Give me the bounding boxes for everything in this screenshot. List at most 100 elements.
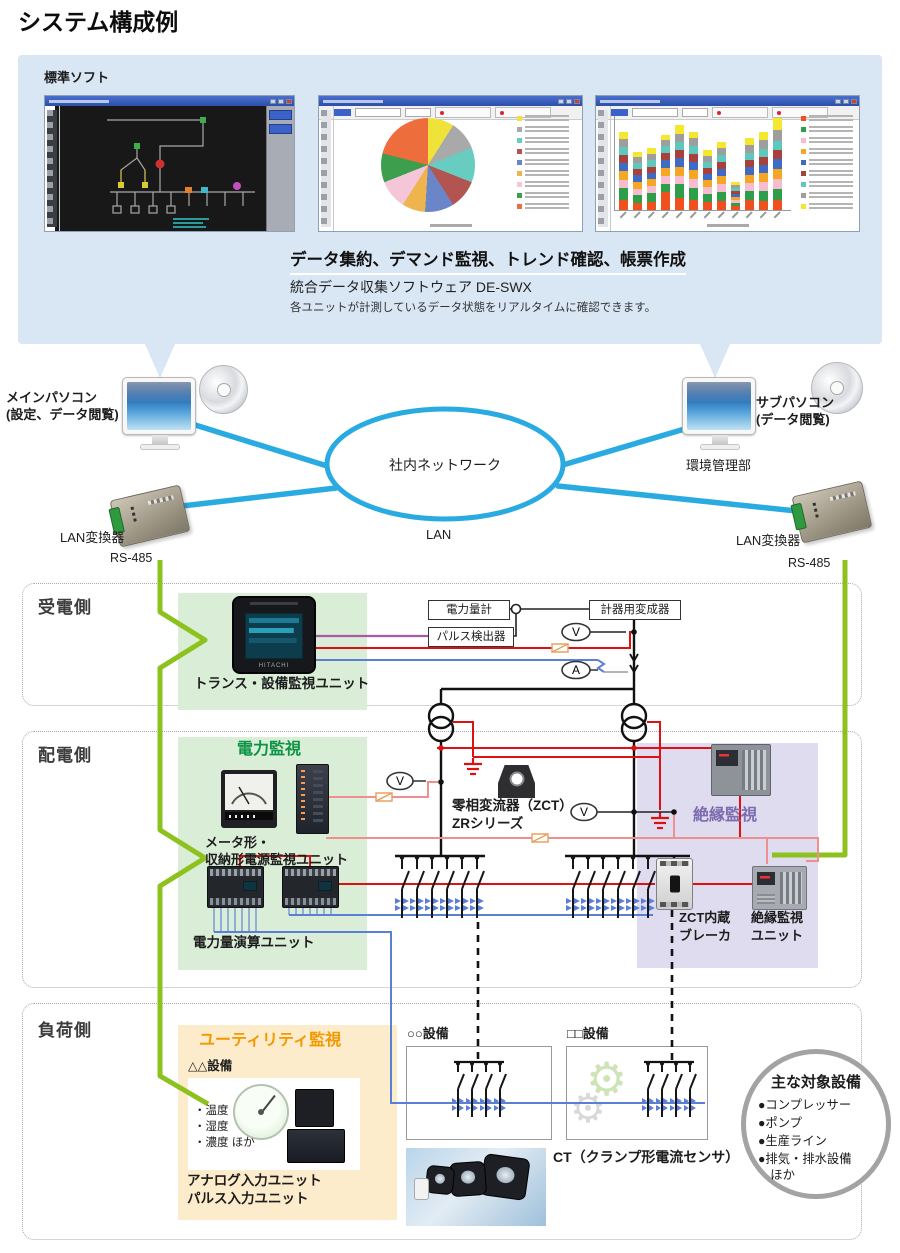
window-titlebar [319, 96, 582, 106]
insulation-monitor-device [711, 744, 771, 796]
device-brand-label: HITACHI [258, 663, 290, 669]
plc-unit-device [207, 866, 264, 908]
chart-legend [801, 114, 853, 211]
legend-row [801, 180, 853, 189]
target-item: ほか [758, 1168, 795, 1182]
legend-row [801, 158, 853, 167]
target-item: ●ポンプ [758, 1116, 802, 1130]
network-cloud-label: 社内ネットワーク [389, 457, 501, 473]
stacked-bar [731, 182, 740, 210]
legend-row [517, 191, 569, 200]
instrument-transformer-box: 計器用変成器 [589, 600, 681, 620]
chart-toolbar [596, 106, 859, 120]
ct-clamp-icon [424, 1164, 456, 1196]
screenshot-pie-chart [318, 95, 583, 232]
analog-unit-label: アナログ入力ユニット [187, 1173, 322, 1188]
target-item: ●コンプレッサー [758, 1098, 852, 1112]
sensor-item: ・濃度 ほか [194, 1137, 255, 1149]
x-axis-ticks [618, 212, 790, 219]
zct-breaker-label-2: ブレーカ [679, 928, 732, 943]
window-titlebar [596, 96, 859, 106]
stacked-bar [633, 152, 642, 210]
target-item: ●排気・排水設備 [758, 1152, 852, 1166]
stacked-bar [619, 132, 628, 210]
rs485-label: RS-485 [788, 556, 831, 570]
insulation-unit-label-1: 絶縁監視 [751, 910, 804, 925]
maximize-icon [843, 98, 849, 104]
section-label-distribution: 配電側 [38, 746, 92, 765]
main-pc-label-1: メインパソコン [6, 390, 98, 405]
legend-row [517, 169, 569, 178]
calc-unit-label: 電力量演算ユニット [193, 935, 315, 950]
legend-row [517, 202, 569, 211]
legend-row [801, 169, 853, 178]
enclosed-type-unit-device [296, 764, 329, 834]
lan-converter-icon [790, 480, 873, 544]
chart-toolbar [319, 106, 582, 120]
wh-meter-box: 電力量計 [428, 600, 510, 620]
software-subheading: 統合データ収集ソフトウェア DE-SWX [290, 279, 532, 295]
close-icon [574, 98, 580, 104]
equip-square-label: □□設備 [567, 1026, 609, 1041]
chart-caption [429, 224, 472, 227]
legend-row [801, 125, 853, 134]
legend-row [517, 180, 569, 189]
meter-unit-label-2: 収納形電源監視ユニット [205, 852, 349, 867]
transformer-monitoring-unit-device: HITACHI [232, 596, 316, 674]
zct-device [498, 765, 535, 798]
stacked-bar [717, 142, 726, 210]
pulse-unit-label: パルス入力ユニット [187, 1191, 309, 1206]
bubble-tail [699, 342, 731, 378]
equip-triangle-label: △△設備 [188, 1059, 233, 1073]
zct-label-1: 零相変流器（ZCT） [452, 798, 573, 813]
stacked-bar-chart [614, 116, 791, 211]
ct-connector-icon [414, 1178, 429, 1200]
tool-icons-column [319, 106, 334, 231]
insulation-monitoring-title: 絶縁監視 [693, 807, 758, 824]
minimize-icon [558, 98, 564, 104]
legend-row [801, 191, 853, 200]
software-heading: データ集約、デマンド監視、トレンド確認、帳票作成 [290, 246, 686, 275]
ct-clamp-icon [479, 1153, 531, 1201]
close-icon [286, 98, 292, 104]
stacked-bar [745, 138, 754, 210]
oneline-diagram-canvas [55, 106, 267, 231]
minimize-icon [835, 98, 841, 104]
legend-row [801, 202, 853, 211]
panel-button [269, 110, 292, 120]
ct-clamp-icon [448, 1160, 488, 1198]
ct-sensor-label: CT（クランプ形電流センサ） [553, 1149, 740, 1165]
legend-row [517, 125, 569, 134]
sub-pc-icon [682, 377, 758, 450]
minimize-icon [270, 98, 276, 104]
target-circle-title: 主な対象設備 [770, 1074, 862, 1091]
pie-chart [381, 118, 475, 212]
zct-breaker-device [656, 858, 693, 910]
standard-software-label: 標準ソフト [44, 70, 110, 85]
maximize-icon [566, 98, 572, 104]
section-label-load: 負荷側 [38, 1021, 92, 1040]
transformer-unit-label: トランス・設備監視ユニット [194, 676, 370, 691]
stacked-bar [661, 135, 670, 210]
panel-button [269, 124, 292, 134]
stacked-bar [675, 125, 684, 210]
meter-unit-label-1: メータ形・ [205, 835, 271, 850]
tool-icons-column [596, 106, 611, 231]
lan-converter-label: LAN変換器 [736, 533, 801, 548]
screenshot-bar-chart [595, 95, 860, 232]
screenshot-monitoring [44, 95, 295, 232]
lan-label: LAN [426, 527, 452, 542]
legend-row [517, 158, 569, 167]
lan-converter-label: LAN変換器 [60, 530, 125, 545]
close-icon [851, 98, 857, 104]
main-pc-icon [122, 377, 198, 450]
stacked-bar [759, 132, 768, 210]
ct-sensor-photo [406, 1148, 546, 1226]
plc-unit-device [282, 866, 339, 908]
utility-monitoring-title: ユーティリティ監視 [199, 1032, 342, 1049]
legend-row [801, 136, 853, 145]
gear-icon: ⚙ [570, 1087, 606, 1131]
legend-row [801, 147, 853, 156]
software-bubble: 標準ソフト [18, 55, 882, 344]
